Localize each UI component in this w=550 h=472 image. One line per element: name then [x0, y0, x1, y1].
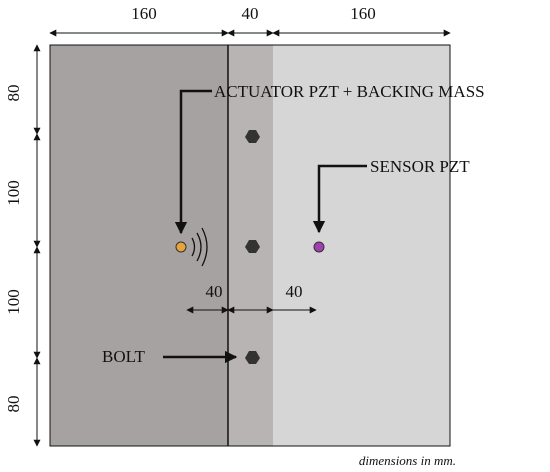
dim-top-2-label: 40: [242, 4, 259, 23]
units-note: dimensions in mm.: [359, 453, 456, 468]
bolt-middle-hexagon-icon: [245, 240, 260, 253]
wave-arcs-icon: [191, 227, 208, 267]
bolt-label: BOLT: [102, 347, 145, 366]
dim-left-2-label: 100: [4, 180, 23, 206]
actuator-pointer-arrow: [174, 89, 212, 235]
actuator-label: ACTUATOR PZT + BACKING MASS: [214, 82, 485, 101]
sensor-pzt-dot: [313, 241, 325, 253]
gap-left-label: 40: [206, 282, 223, 301]
dim-top-3-label: 160: [350, 4, 376, 23]
plate-outline: [49, 44, 451, 447]
bolt-bottom-hexagon-icon: [245, 351, 260, 364]
actuator-pzt-dot: [175, 241, 187, 253]
sensor-label: SENSOR PZT: [370, 157, 470, 176]
bolt-top-hexagon-icon: [245, 130, 260, 143]
dim-left-4-label: 80: [4, 396, 23, 413]
dim-left-1-label: 80: [4, 85, 23, 102]
sensor-pointer-arrow: [312, 164, 367, 234]
right-plate: [273, 45, 450, 446]
dim-left-3-label: 100: [4, 289, 23, 315]
gap-right-label: 40: [286, 282, 303, 301]
dim-top-1-label: 160: [131, 4, 157, 23]
